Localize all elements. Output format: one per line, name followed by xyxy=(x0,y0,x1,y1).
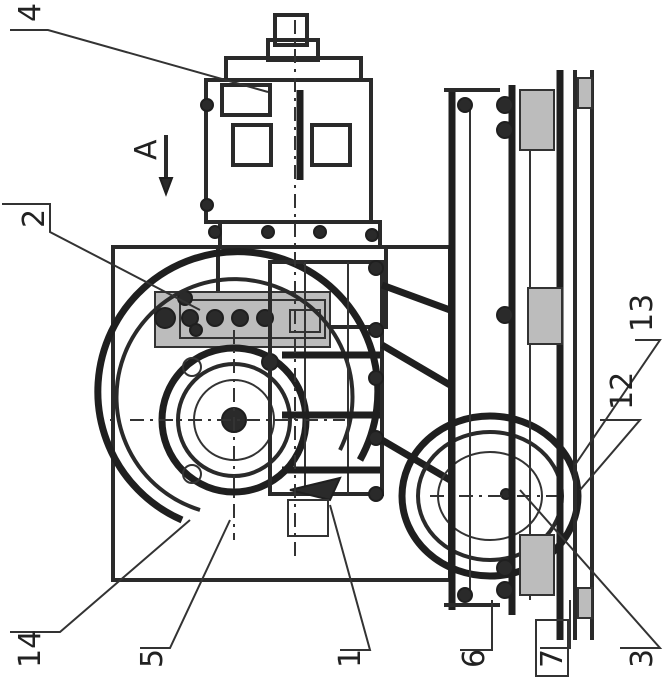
label-1: 1 xyxy=(333,649,368,668)
label-12: 12 xyxy=(605,372,640,410)
rail-wheels xyxy=(457,77,593,619)
label-14: 14 xyxy=(13,630,48,668)
label-2: 2 xyxy=(17,209,52,228)
label-3: 3 xyxy=(625,649,660,668)
label-5: 5 xyxy=(135,649,170,668)
label-13: 13 xyxy=(625,294,660,332)
label-view-a: A xyxy=(129,139,164,160)
leader-lines xyxy=(2,29,663,677)
crank-frame xyxy=(268,260,384,537)
linkage-rods xyxy=(380,281,452,484)
view-arrow-a xyxy=(158,135,174,197)
label-6: 6 xyxy=(457,649,492,668)
part-labels: 4 2 A 14 5 1 6 7 3 12 13 xyxy=(13,3,660,668)
drive-motor xyxy=(200,13,382,249)
base-rails xyxy=(444,70,594,640)
label-7: 7 xyxy=(535,649,570,668)
label-4: 4 xyxy=(13,3,48,22)
